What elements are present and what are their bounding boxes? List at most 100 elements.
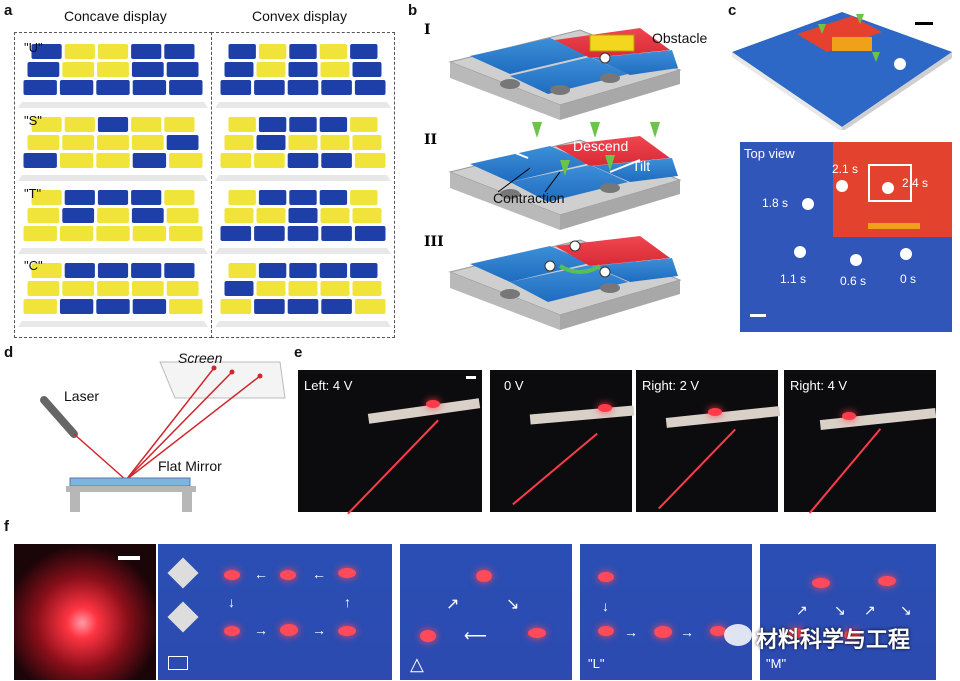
blue-tile	[319, 263, 348, 278]
blue-tile	[288, 208, 318, 223]
laser-spot	[708, 408, 722, 416]
blue-tile	[319, 190, 348, 205]
ball	[802, 198, 814, 210]
blue-tile	[258, 117, 287, 132]
laser-spot	[598, 626, 614, 636]
time-0-6: 0.6 s	[840, 274, 867, 288]
blue-tile	[321, 153, 352, 168]
blue-tile	[256, 135, 286, 150]
descend-label: Descend	[573, 138, 629, 154]
blue-tile	[166, 62, 199, 77]
arrow-icon: →	[624, 624, 638, 640]
blue-tile	[220, 80, 252, 95]
laser-spot	[338, 626, 356, 636]
arrow-icon: ↘	[506, 596, 520, 613]
contraction-label: Contraction	[493, 190, 565, 206]
laser-spot	[224, 570, 240, 580]
yellow-tile	[256, 281, 286, 296]
convex-title: Convex display	[252, 8, 347, 24]
yellow-tile	[62, 62, 95, 77]
screen-label: Screen	[178, 350, 223, 366]
blue-tile	[97, 263, 129, 278]
yellow-tile	[59, 226, 94, 241]
blue-tile	[97, 190, 129, 205]
frame-0v: 0 V	[490, 370, 635, 512]
time-2-4: 2.4 s	[902, 176, 929, 190]
yellow-tile	[62, 281, 95, 296]
arrow-icon: ↗	[864, 602, 876, 618]
time-1-8: 1.8 s	[762, 196, 789, 210]
laser-beam	[658, 428, 736, 510]
yellow-tile	[352, 208, 382, 223]
blue-tile	[23, 153, 57, 168]
arrow-icon: ↓	[602, 598, 609, 614]
top-view-panel: Top view 2.1 s 2.4 s 1.8 s 1.1 s 0.6 s 0…	[740, 142, 952, 332]
laser-label: Laser	[64, 388, 100, 404]
display-base	[18, 102, 208, 108]
arrow-icon: ⟵	[464, 628, 487, 645]
blue-tile	[258, 190, 287, 205]
arrow-icon: ↑	[344, 594, 351, 610]
arrow-icon: →	[254, 622, 268, 638]
blue-tile	[287, 153, 319, 168]
yellow-tile	[228, 117, 256, 132]
laser-spot	[426, 400, 440, 408]
blue-tile	[96, 80, 130, 95]
panel-a-label: a	[4, 2, 13, 19]
yellow-tile	[320, 281, 350, 296]
letter-u: "U"	[24, 40, 43, 55]
yellow-tile	[288, 281, 318, 296]
concave-title: Concave display	[64, 8, 167, 24]
blue-tile	[23, 80, 57, 95]
blue-tile	[287, 80, 319, 95]
blue-tile	[254, 299, 285, 314]
blue-tile	[254, 80, 285, 95]
step-3-platform	[448, 236, 682, 330]
ball	[794, 246, 806, 258]
yellow-tile	[169, 153, 203, 168]
laser-spot	[420, 630, 436, 642]
blue-tile	[31, 44, 62, 59]
yellow-tile	[23, 226, 57, 241]
panel-b-label: b	[408, 2, 418, 19]
triangle-pattern: ↗ ↘ ⟵ △	[400, 544, 572, 680]
step-3-label: III	[424, 234, 444, 250]
laser-spot	[280, 570, 296, 580]
blue-tile	[289, 44, 317, 59]
laser-spot	[598, 404, 612, 412]
ruler	[819, 407, 937, 431]
blue-tile	[59, 80, 94, 95]
step-1-label: I	[424, 22, 431, 38]
tilt-label: Tilt	[632, 158, 651, 174]
laser-spot	[528, 628, 546, 638]
yellow-tile	[97, 44, 129, 59]
blue-tile	[224, 281, 254, 296]
yellow-tile	[169, 226, 203, 241]
blue-tile	[131, 263, 162, 278]
yellow-tile	[320, 62, 350, 77]
frame-label: 0 V	[504, 378, 524, 393]
ruler	[529, 405, 635, 425]
laser-spot	[788, 628, 804, 638]
blue-tile	[224, 62, 254, 77]
watermark-text: 材料科学与工程	[756, 628, 911, 653]
yellow-tile	[27, 208, 60, 223]
blue-tile	[132, 299, 167, 314]
yellow-tile	[258, 44, 287, 59]
yellow-tile	[320, 135, 350, 150]
blue-tile	[352, 62, 382, 77]
chip-icon	[167, 557, 199, 589]
yellow-tile	[224, 135, 254, 150]
blue-tile	[289, 117, 317, 132]
concave-display-grid	[18, 44, 208, 327]
blue-tile	[97, 117, 129, 132]
yellow-tile	[132, 226, 167, 241]
yellow-tile	[59, 153, 94, 168]
scale-bar	[118, 556, 140, 560]
letter-l-pattern: ↓ → → "L"	[580, 544, 752, 680]
blue-tile	[131, 190, 162, 205]
laser-spot	[280, 624, 298, 636]
arrow-icon: ←	[254, 566, 268, 582]
yellow-tile	[97, 208, 129, 223]
yellow-tile	[62, 135, 95, 150]
